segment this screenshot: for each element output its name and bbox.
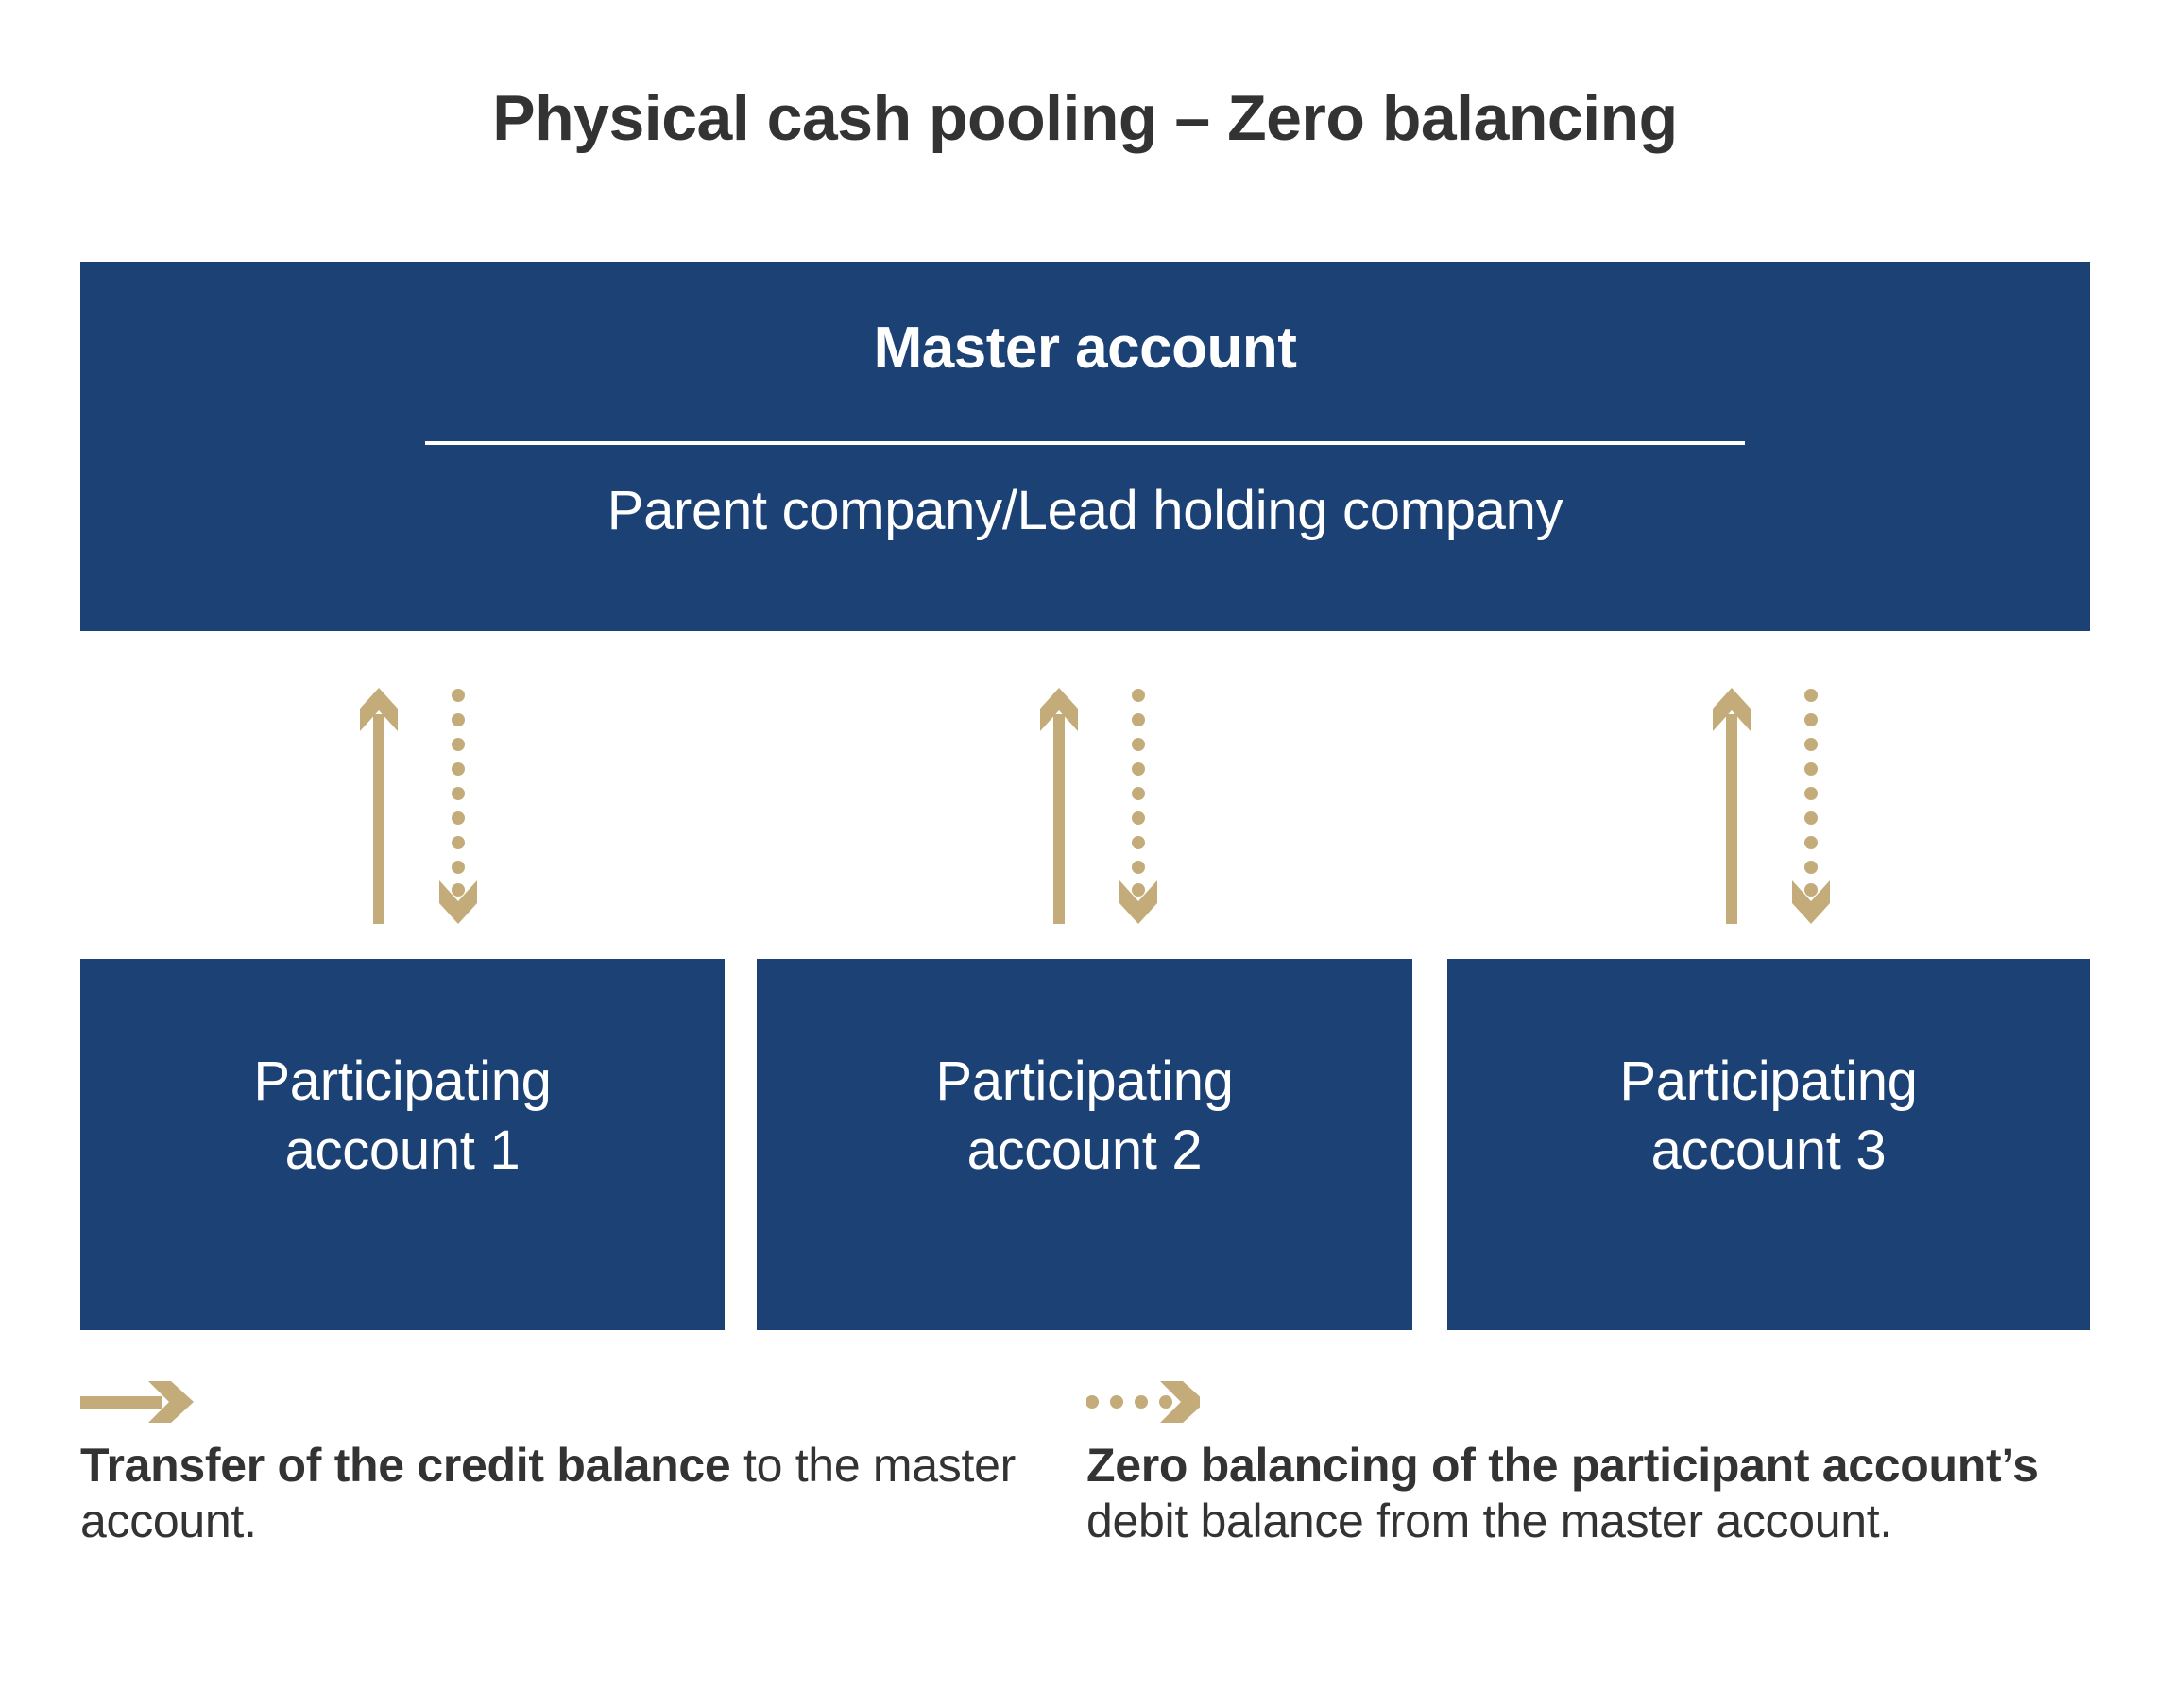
flow-arrows-account-1 bbox=[359, 688, 491, 924]
legend-text-left-light: to the master account. bbox=[80, 1439, 1016, 1547]
legend-item-credit-transfer: Transfer of the credit balance to the ma… bbox=[80, 1381, 1025, 1549]
participating-account-label-line2: account 1 bbox=[284, 1119, 521, 1181]
legend-text-left-bold: Transfer of the credit balance bbox=[80, 1439, 731, 1492]
participating-account-box-3: Participating account 3 bbox=[1447, 959, 2090, 1330]
legend-text-right: Zero balancing of the participant accoun… bbox=[1086, 1438, 2144, 1549]
legend-text-right-bold: Zero balancing of the participant accoun… bbox=[1086, 1439, 2039, 1492]
master-account-box: Master account Parent company/Lead holdi… bbox=[80, 262, 2090, 631]
legend-arrow-row-right bbox=[1085, 1381, 2144, 1438]
arrow-right-dotted-icon bbox=[1085, 1381, 1205, 1423]
participating-account-label-line1: Participating bbox=[935, 1050, 1234, 1112]
arrow-up-solid-icon bbox=[360, 688, 398, 924]
flow-arrows-account-3 bbox=[1712, 688, 1844, 924]
participating-account-box-1: Participating account 1 bbox=[80, 959, 725, 1330]
divider bbox=[425, 441, 1745, 445]
legend-text-left: Transfer of the credit balance to the ma… bbox=[80, 1438, 1025, 1549]
participating-account-label-line2: account 3 bbox=[1650, 1119, 1887, 1181]
arrow-right-solid-icon bbox=[80, 1381, 194, 1423]
participating-account-label-2: Participating account 2 bbox=[757, 1048, 1412, 1185]
legend-text-right-light: debit balance from the master account. bbox=[1086, 1494, 1892, 1547]
participating-account-label-1: Participating account 1 bbox=[80, 1048, 725, 1185]
participating-account-label-line1: Participating bbox=[1619, 1050, 1918, 1112]
participating-account-label-line2: account 2 bbox=[966, 1119, 1203, 1181]
legend-arrow-row-left bbox=[80, 1381, 1025, 1438]
page-title: Physical cash pooling – Zero balancing bbox=[492, 82, 1678, 154]
arrow-down-dotted-icon bbox=[1119, 689, 1157, 924]
arrow-up-solid-icon bbox=[1713, 688, 1751, 924]
participating-account-label-line1: Participating bbox=[253, 1050, 552, 1112]
legend-item-zero-balancing: Zero balancing of the participant accoun… bbox=[1085, 1381, 2144, 1549]
participating-account-box-2: Participating account 2 bbox=[757, 959, 1412, 1330]
master-account-title: Master account bbox=[873, 316, 1297, 381]
arrow-down-dotted-icon bbox=[439, 689, 477, 924]
arrow-down-dotted-icon bbox=[1792, 689, 1830, 924]
flow-arrows-account-2 bbox=[1039, 688, 1171, 924]
participating-account-label-3: Participating account 3 bbox=[1447, 1048, 2090, 1185]
arrow-up-solid-icon bbox=[1040, 688, 1078, 924]
master-account-subtitle: Parent company/Lead holding company bbox=[607, 480, 1563, 541]
